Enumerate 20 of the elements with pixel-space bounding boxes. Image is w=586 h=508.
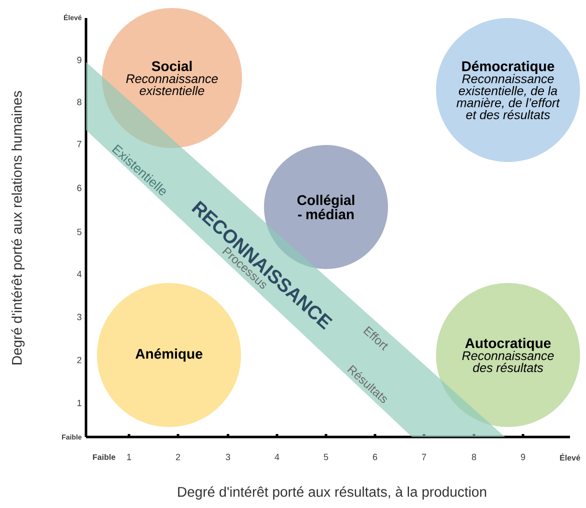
- axis-tick-label: 1: [127, 454, 132, 460]
- axis-tick-label: 1: [78, 400, 82, 406]
- axis-tick-label: 8: [77, 98, 82, 106]
- axis-tick-label: 6: [372, 454, 378, 460]
- axis-tick-label: 3: [77, 314, 82, 320]
- axis-tick-label: 7: [422, 454, 426, 460]
- axis-tick-label: 4: [77, 270, 82, 278]
- axis-tick-label: 9: [77, 56, 82, 64]
- axis-tick-label: 8: [472, 454, 476, 460]
- axis-title: Degré d'intérêt porté aux relations humaines: [11, 91, 25, 364]
- axis-tick-label: Faible: [92, 454, 116, 460]
- axis-tick-label: 9: [520, 454, 526, 460]
- axis-tick-label: 5: [324, 454, 328, 460]
- axis-tick-label: 7: [77, 140, 82, 148]
- axis-tick-label: 3: [226, 454, 230, 460]
- axis-tick-label: 2: [176, 454, 180, 460]
- axis-tick-label: 4: [274, 454, 280, 460]
- axis-tick-label: 2: [77, 356, 82, 364]
- axis-tick-label: Élevé: [560, 453, 580, 461]
- axis-title: Degré d'intérêt porté aux résultats, à la production: [178, 486, 486, 500]
